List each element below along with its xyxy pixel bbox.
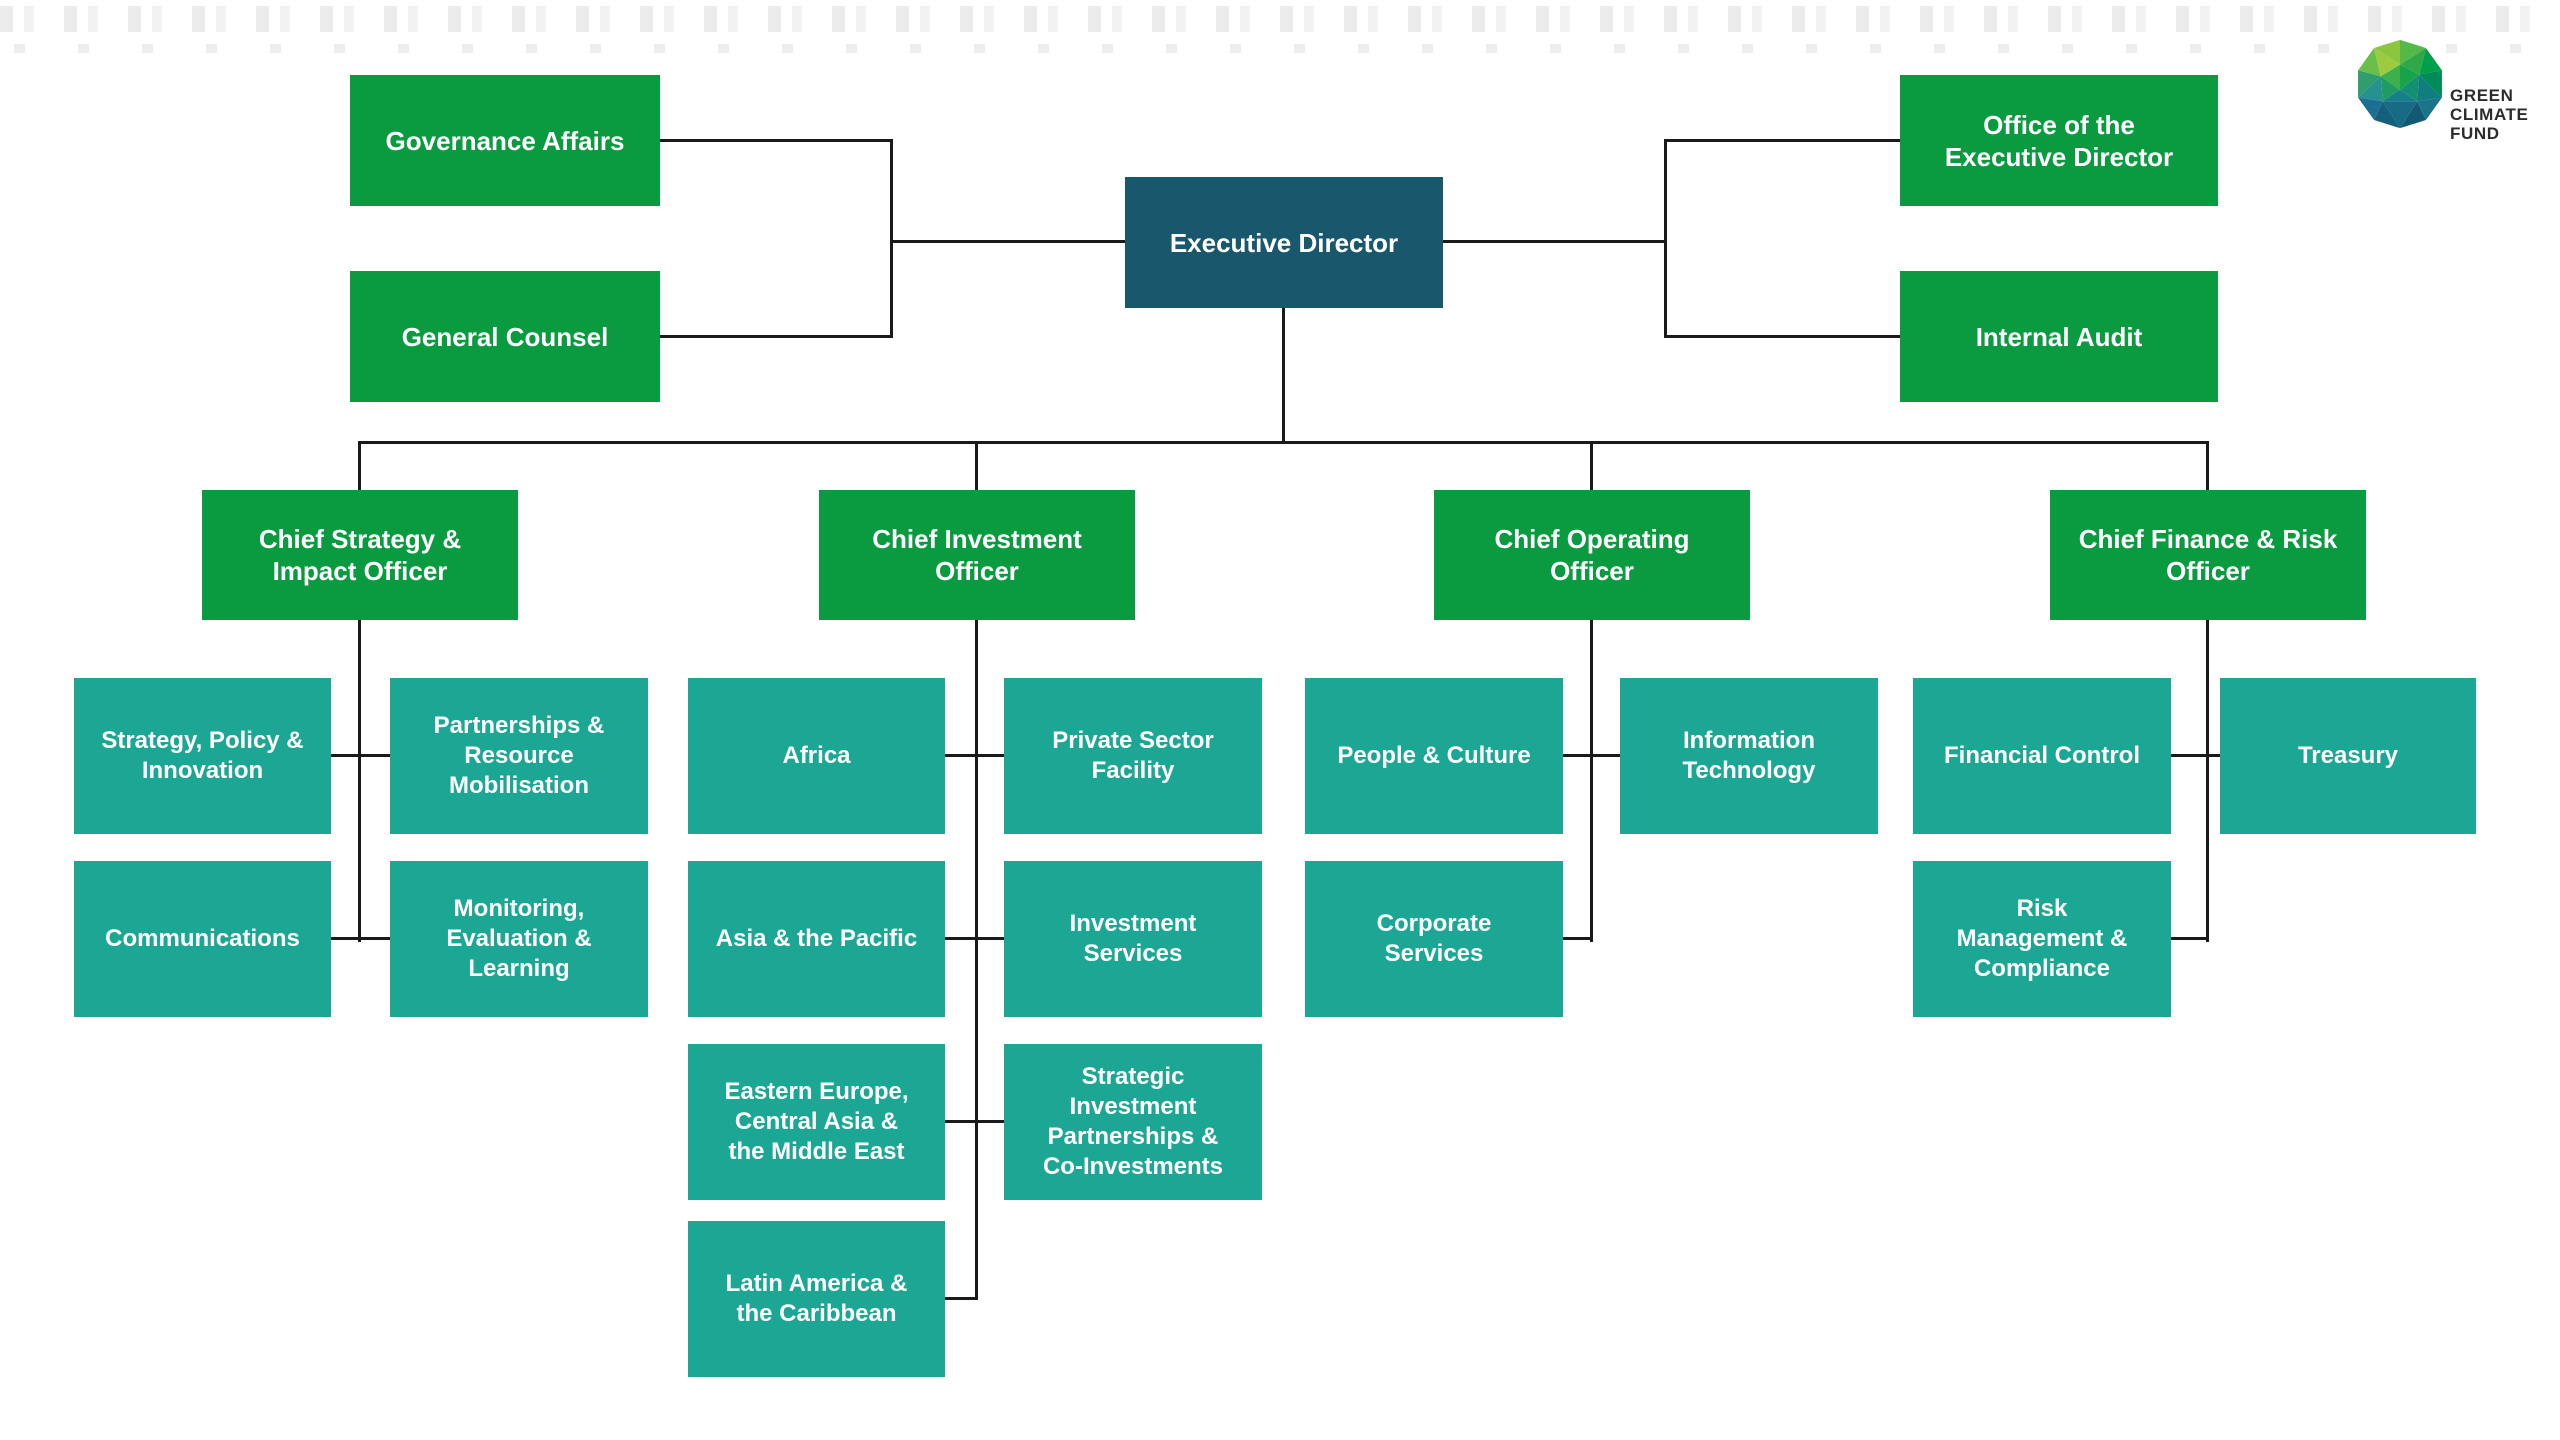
connector-left-vertical	[890, 139, 893, 338]
org-box-treasury: Treasury	[2220, 678, 2476, 834]
org-box-investment-services: Investment Services	[1004, 861, 1262, 1017]
gcf-logo-wordmark: GREEN CLIMATE FUND	[2450, 86, 2529, 143]
org-box-executive-director: Executive Director	[1125, 177, 1443, 308]
org-box-private-sector-facility: Private Sector Facility	[1004, 678, 1262, 834]
trunk-chief-finance	[2206, 620, 2209, 942]
trunk-chief-investment	[975, 620, 978, 1300]
org-box-financial-control: Financial Control	[1913, 678, 2171, 834]
connector-left-to-executive-director	[890, 240, 1125, 243]
org-box-chief-finance-risk-officer: Chief Finance & Risk Officer	[2050, 490, 2366, 620]
stub-operating-row2	[1563, 937, 1593, 940]
org-box-governance-affairs: Governance Affairs	[350, 75, 660, 206]
stub-operating-row1	[1563, 754, 1620, 757]
connector-general-counsel	[660, 335, 893, 338]
scan-artifact-row-1	[0, 6, 2560, 32]
stub-investment-row3	[945, 1120, 1004, 1123]
connector-executive-director-to-right	[1443, 240, 1667, 243]
trunk-chief-strategy	[358, 620, 361, 942]
stub-finance-row2	[2171, 937, 2209, 940]
org-box-africa: Africa	[688, 678, 945, 834]
org-box-eastern-europe-central-asia-middle-east: Eastern Europe, Central Asia & the Middl…	[688, 1044, 945, 1200]
stub-investment-row1	[945, 754, 1004, 757]
org-box-latin-america-caribbean: Latin America & the Caribbean	[688, 1221, 945, 1377]
scan-artifact-row-2	[14, 44, 2560, 53]
trunk-chief-operating	[1590, 620, 1593, 942]
connector-drop-chief-strategy	[358, 441, 361, 490]
org-box-partnerships-resource-mobilisation: Partnerships & Resource Mobilisation	[390, 678, 648, 834]
connector-drop-chief-operating	[1590, 441, 1593, 490]
org-box-internal-audit: Internal Audit	[1900, 271, 2218, 402]
gcf-globe-icon	[2358, 39, 2442, 129]
org-box-strategic-investment-partnerships: Strategic Investment Partnerships & Co-I…	[1004, 1044, 1262, 1200]
connector-office-of-ed	[1664, 139, 1900, 142]
org-box-monitoring-evaluation-learning: Monitoring, Evaluation & Learning	[390, 861, 648, 1017]
stub-investment-row4	[945, 1297, 978, 1300]
stub-investment-row2	[945, 937, 1004, 940]
org-box-risk-management-compliance: Risk Management & Compliance	[1913, 861, 2171, 1017]
org-box-asia-pacific: Asia & the Pacific	[688, 861, 945, 1017]
green-climate-fund-logo: GREEN CLIMATE FUND	[2352, 32, 2552, 152]
org-box-people-culture: People & Culture	[1305, 678, 1563, 834]
connector-right-vertical	[1664, 139, 1667, 338]
org-box-office-of-the-executive-director: Office of the Executive Director	[1900, 75, 2218, 206]
stub-strategy-row2	[331, 937, 390, 940]
org-box-information-technology: Information Technology	[1620, 678, 1878, 834]
connector-drop-chief-investment	[975, 441, 978, 490]
connector-drop-chief-finance	[2206, 441, 2209, 490]
connector-internal-audit	[1664, 335, 1900, 338]
connector-ed-drop	[1282, 308, 1285, 444]
connector-governance-affairs	[660, 139, 893, 142]
org-box-corporate-services: Corporate Services	[1305, 861, 1563, 1017]
org-box-chief-strategy-impact-officer: Chief Strategy & Impact Officer	[202, 490, 518, 620]
stub-strategy-row1	[331, 754, 390, 757]
org-box-communications: Communications	[74, 861, 331, 1017]
org-box-chief-investment-officer: Chief Investment Officer	[819, 490, 1135, 620]
org-box-strategy-policy-innovation: Strategy, Policy & Innovation	[74, 678, 331, 834]
org-box-chief-operating-officer: Chief Operating Officer	[1434, 490, 1750, 620]
connector-spine	[358, 441, 2209, 444]
org-box-general-counsel: General Counsel	[350, 271, 660, 402]
stub-finance-row1	[2171, 754, 2220, 757]
